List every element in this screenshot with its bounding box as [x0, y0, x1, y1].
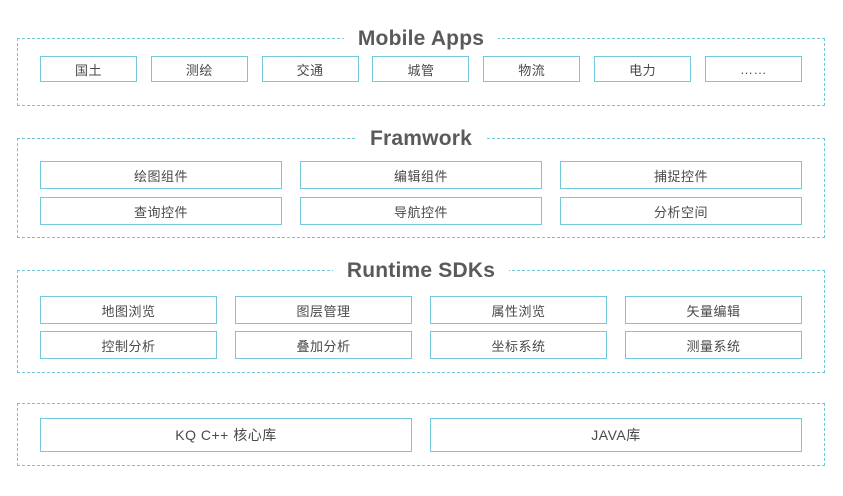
box-runtime-8[interactable]: 测量系统: [625, 331, 802, 359]
box-mobile-app-5[interactable]: 物流: [483, 56, 581, 82]
box-runtime-1[interactable]: 地图浏览: [40, 296, 217, 324]
section-core-libraries: KQ C++ 核心库 JAVA库: [17, 403, 825, 466]
box-mobile-app-1[interactable]: 国土: [40, 56, 137, 82]
box-framwork-5[interactable]: 导航控件: [300, 197, 542, 225]
box-mobile-app-4[interactable]: 城管: [372, 56, 470, 82]
box-framwork-3[interactable]: 捕捉控件: [560, 161, 802, 189]
box-java-library[interactable]: JAVA库: [430, 418, 802, 452]
box-row: 查询控件 导航控件 分析空间: [40, 197, 802, 225]
box-runtime-6[interactable]: 叠加分析: [235, 331, 412, 359]
box-framwork-1[interactable]: 绘图组件: [40, 161, 282, 189]
box-runtime-5[interactable]: 控制分析: [40, 331, 217, 359]
box-runtime-2[interactable]: 图层管理: [235, 296, 412, 324]
box-mobile-app-more[interactable]: ……: [704, 56, 802, 82]
box-cpp-core-library[interactable]: KQ C++ 核心库: [40, 418, 412, 452]
box-mobile-app-3[interactable]: 交通: [261, 56, 359, 82]
box-runtime-4[interactable]: 矢量编辑: [625, 296, 802, 324]
box-framwork-4[interactable]: 查询控件: [40, 197, 282, 225]
section-title-framwork: Framwork: [356, 126, 486, 151]
box-row: 地图浏览 图层管理 属性浏览 矢量编辑: [40, 296, 802, 324]
box-row: 绘图组件 编辑组件 捕捉控件: [40, 161, 802, 189]
box-row: KQ C++ 核心库 JAVA库: [40, 418, 802, 452]
box-row: 国土 测绘 交通 城管 物流 电力 ……: [40, 56, 802, 82]
box-mobile-app-6[interactable]: 电力: [594, 56, 692, 82]
section-title-mobile-apps: Mobile Apps: [343, 26, 499, 51]
box-mobile-app-2[interactable]: 测绘: [150, 56, 248, 82]
box-runtime-3[interactable]: 属性浏览: [430, 296, 607, 324]
box-row: 控制分析 叠加分析 坐标系统 测量系统: [40, 331, 802, 359]
box-framwork-2[interactable]: 编辑组件: [300, 161, 542, 189]
section-title-runtime-sdks: Runtime SDKs: [332, 258, 510, 283]
section-framwork: Framwork 绘图组件 编辑组件 捕捉控件 查询控件 导航控件 分析空间: [17, 126, 825, 238]
box-framwork-6[interactable]: 分析空间: [560, 197, 802, 225]
section-runtime-sdks: Runtime SDKs 地图浏览 图层管理 属性浏览 矢量编辑 控制分析 叠加…: [17, 258, 825, 373]
section-mobile-apps: Mobile Apps 国土 测绘 交通 城管 物流 电力 ……: [17, 26, 825, 106]
box-runtime-7[interactable]: 坐标系统: [430, 331, 607, 359]
